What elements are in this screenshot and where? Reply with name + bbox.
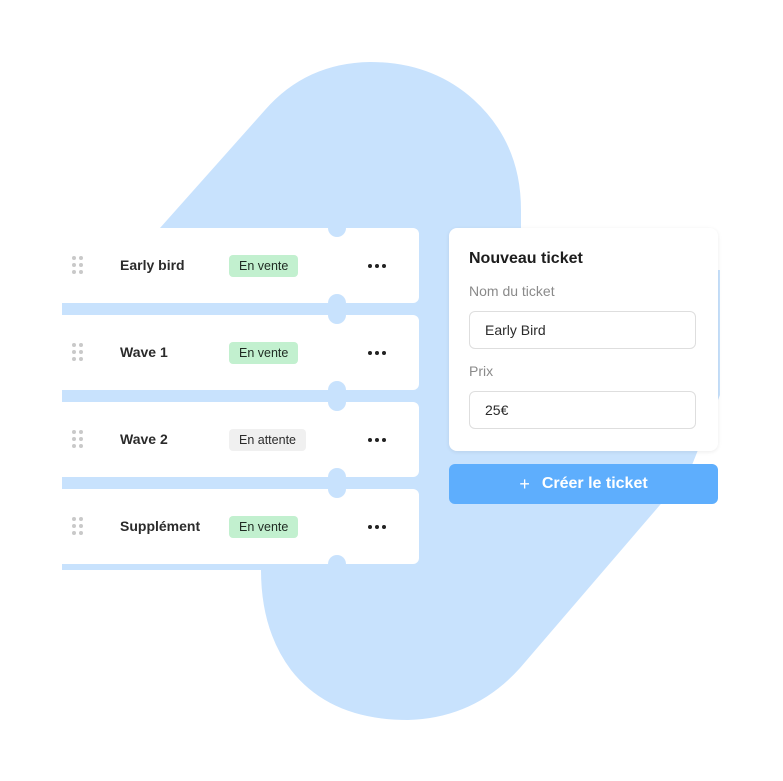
ticket-name: Supplément xyxy=(120,518,201,534)
price-label: Prix xyxy=(469,363,494,379)
ticket-notch xyxy=(328,555,346,573)
ticket-name: Wave 1 xyxy=(120,344,168,360)
drag-handle-icon[interactable] xyxy=(72,256,84,276)
ticket-row[interactable]: Wave 1 En vente xyxy=(62,315,419,390)
status-badge: En vente xyxy=(229,255,299,277)
ticket-notch xyxy=(328,219,346,237)
more-options-icon[interactable] xyxy=(362,341,392,365)
drag-handle-icon[interactable] xyxy=(72,343,84,363)
plus-icon: + xyxy=(519,474,530,494)
ticket-name-label: Nom du ticket xyxy=(469,283,555,299)
new-ticket-card: Nouveau ticket Nom du ticket Early Bird … xyxy=(449,228,718,451)
ticket-notch xyxy=(328,480,346,498)
create-ticket-label: Créer le ticket xyxy=(541,475,648,492)
ticket-name: Early bird xyxy=(120,257,185,273)
ticket-name-input[interactable]: Early Bird xyxy=(469,311,696,349)
drag-handle-icon[interactable] xyxy=(72,517,84,537)
ticket-notch xyxy=(328,306,346,324)
card-title: Nouveau ticket xyxy=(469,250,583,267)
more-options-icon[interactable] xyxy=(362,254,392,278)
more-options-icon[interactable] xyxy=(362,428,392,452)
drag-handle-icon[interactable] xyxy=(72,430,84,450)
price-input[interactable]: 25€ xyxy=(469,391,696,429)
more-options-icon[interactable] xyxy=(362,515,392,539)
status-badge: En attente xyxy=(229,429,306,451)
ticket-row[interactable]: Supplément En vente xyxy=(62,489,419,564)
status-badge: En vente xyxy=(229,516,299,538)
create-ticket-button[interactable]: + Créer le ticket xyxy=(449,464,718,504)
ticket-name: Wave 2 xyxy=(120,431,168,447)
ticket-row[interactable]: Wave 2 En attente xyxy=(62,402,419,477)
ticket-notch xyxy=(328,393,346,411)
status-badge: En vente xyxy=(229,342,299,364)
ticket-row[interactable]: Early bird En vente xyxy=(62,228,419,303)
